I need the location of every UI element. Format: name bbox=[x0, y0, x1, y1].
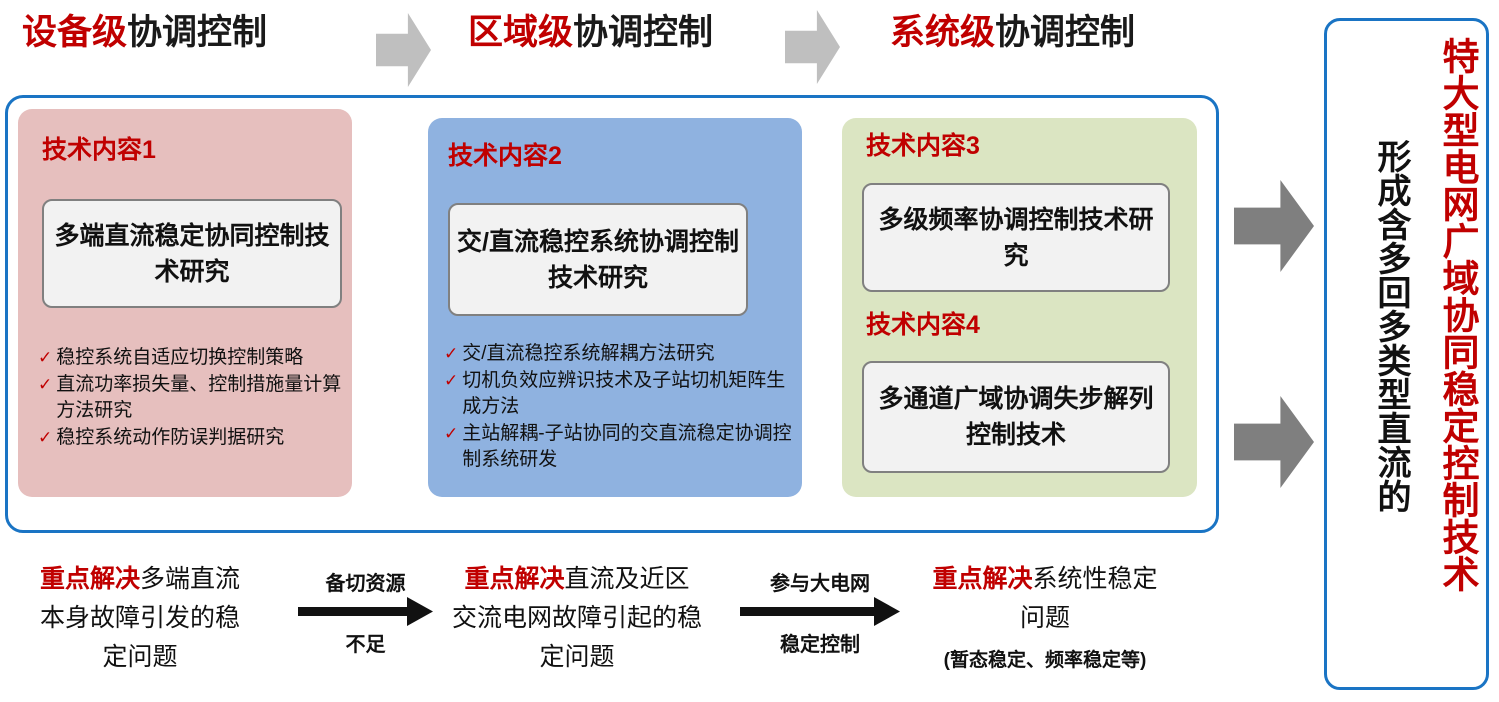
result-title-red: 特大型电网广域协同稳定控制技术 bbox=[1437, 37, 1478, 592]
bottom-problem-3-note: (暂态稳定、频率稳定等) bbox=[943, 650, 1147, 671]
bottom-problem-2: 重点解决直流及近区交流电网故障引起的稳定问题 bbox=[452, 560, 702, 677]
check-icon: ✓ bbox=[38, 348, 53, 367]
bottom-problem-1-rest: 多端直流本身故障引发的稳定问题 bbox=[39, 565, 241, 671]
tech-box-1: 多端直流稳定协同控制技术研究 bbox=[42, 199, 342, 308]
panel-2-bullet-list: ✓ 交/直流稳控系统解耦方法研究 ✓ 切机负效应辨识技术及子站切机矩阵生成方法 … bbox=[444, 341, 794, 474]
chevron-right-icon-result-upper bbox=[1234, 180, 1314, 272]
check-icon: ✓ bbox=[444, 424, 459, 443]
bottom-problem-1: 重点解决多端直流本身故障引发的稳定问题 bbox=[30, 560, 250, 677]
panel-4-label: 技术内容4 bbox=[866, 311, 980, 339]
check-icon: ✓ bbox=[444, 344, 459, 363]
result-box: 特大型电网广域协同稳定控制技术 形成含多回多类型直流的 bbox=[1324, 18, 1489, 690]
flow-arrow-1-label-top: 备切资源 bbox=[325, 573, 406, 595]
flow-arrow-1 bbox=[298, 595, 433, 628]
tech-box-4: 多通道广域协调失步解列控制技术 bbox=[862, 361, 1170, 473]
flow-arrow-1-label-bottom: 不足 bbox=[345, 634, 386, 656]
list-item-label: 主站解耦-子站协同的交直流稳定协调控制系统研发 bbox=[462, 423, 792, 470]
bottom-problem-2-highlight: 重点解决 bbox=[464, 565, 565, 593]
stage-title-1-rest: 协调控制 bbox=[127, 13, 268, 52]
check-icon: ✓ bbox=[38, 428, 53, 447]
chevron-right-icon-stage-2-3 bbox=[785, 10, 840, 84]
result-title-black: 形成含多回多类型直流的 bbox=[1372, 139, 1410, 513]
flow-arrow-2-head bbox=[874, 597, 900, 626]
bottom-problem-3-rest: 系统性稳定问题 bbox=[1019, 565, 1158, 632]
list-item: ✓ 交/直流稳控系统解耦方法研究 bbox=[444, 341, 794, 367]
panel-1-label: 技术内容1 bbox=[42, 136, 156, 164]
list-item: ✓ 直流功率损失量、控制措施量计算方法研究 bbox=[38, 372, 350, 424]
flow-arrow-1-head bbox=[407, 597, 433, 626]
list-item-label: 稳控系统自适应切换控制策略 bbox=[56, 347, 304, 368]
list-item-label: 交/直流稳控系统解耦方法研究 bbox=[462, 343, 715, 364]
list-item: ✓ 主站解耦-子站协同的交直流稳定协调控制系统研发 bbox=[444, 421, 794, 473]
tech-box-3: 多级频率协调控制技术研究 bbox=[862, 183, 1170, 292]
bottom-problem-2-rest: 直流及近区交流电网故障引起的稳定问题 bbox=[452, 565, 703, 671]
flow-arrow-2 bbox=[740, 595, 900, 628]
bottom-problem-1-highlight: 重点解决 bbox=[39, 565, 140, 593]
chevron-right-icon-result-lower bbox=[1234, 396, 1314, 488]
flow-arrow-2-shaft bbox=[740, 607, 877, 616]
check-icon: ✓ bbox=[444, 371, 459, 390]
list-item-label: 直流功率损失量、控制措施量计算方法研究 bbox=[56, 374, 342, 421]
panel-3-label: 技术内容3 bbox=[866, 132, 980, 160]
flow-arrow-2-label-top: 参与大电网 bbox=[770, 573, 870, 595]
flow-arrow-2-label-bottom: 稳定控制 bbox=[780, 634, 860, 656]
list-item-label: 切机负效应辨识技术及子站切机矩阵生成方法 bbox=[462, 370, 786, 417]
panel-2-label: 技术内容2 bbox=[448, 142, 562, 170]
panel-1-bullet-list: ✓ 稳控系统自适应切换控制策略 ✓ 直流功率损失量、控制措施量计算方法研究 ✓ … bbox=[38, 345, 350, 452]
list-item-label: 稳控系统动作防误判据研究 bbox=[56, 427, 285, 448]
check-icon: ✓ bbox=[38, 375, 53, 394]
list-item: ✓ 稳控系统动作防误判据研究 bbox=[38, 425, 350, 451]
stage-title-2-rest: 协调控制 bbox=[573, 13, 714, 52]
stage-title-3-rest: 协调控制 bbox=[995, 13, 1136, 52]
stage-title-3: 系统级协调控制 bbox=[890, 10, 1135, 56]
chevron-right-icon-stage-1-2 bbox=[376, 13, 431, 87]
list-item: ✓ 稳控系统自适应切换控制策略 bbox=[38, 345, 350, 371]
list-item: ✓ 切机负效应辨识技术及子站切机矩阵生成方法 bbox=[444, 368, 794, 420]
stage-title-2-highlight: 区域级 bbox=[468, 13, 574, 52]
stage-title-3-highlight: 系统级 bbox=[890, 13, 996, 52]
tech-box-2: 交/直流稳控系统协调控制技术研究 bbox=[448, 203, 748, 316]
flow-arrow-1-shaft bbox=[298, 607, 410, 616]
stage-title-1: 设备级协调控制 bbox=[22, 10, 267, 56]
bottom-problem-3-highlight: 重点解决 bbox=[932, 565, 1033, 593]
stage-title-2: 区域级协调控制 bbox=[468, 10, 713, 56]
stage-title-1-highlight: 设备级 bbox=[22, 13, 128, 52]
bottom-problem-3: 重点解决系统性稳定问题 bbox=[920, 560, 1170, 638]
